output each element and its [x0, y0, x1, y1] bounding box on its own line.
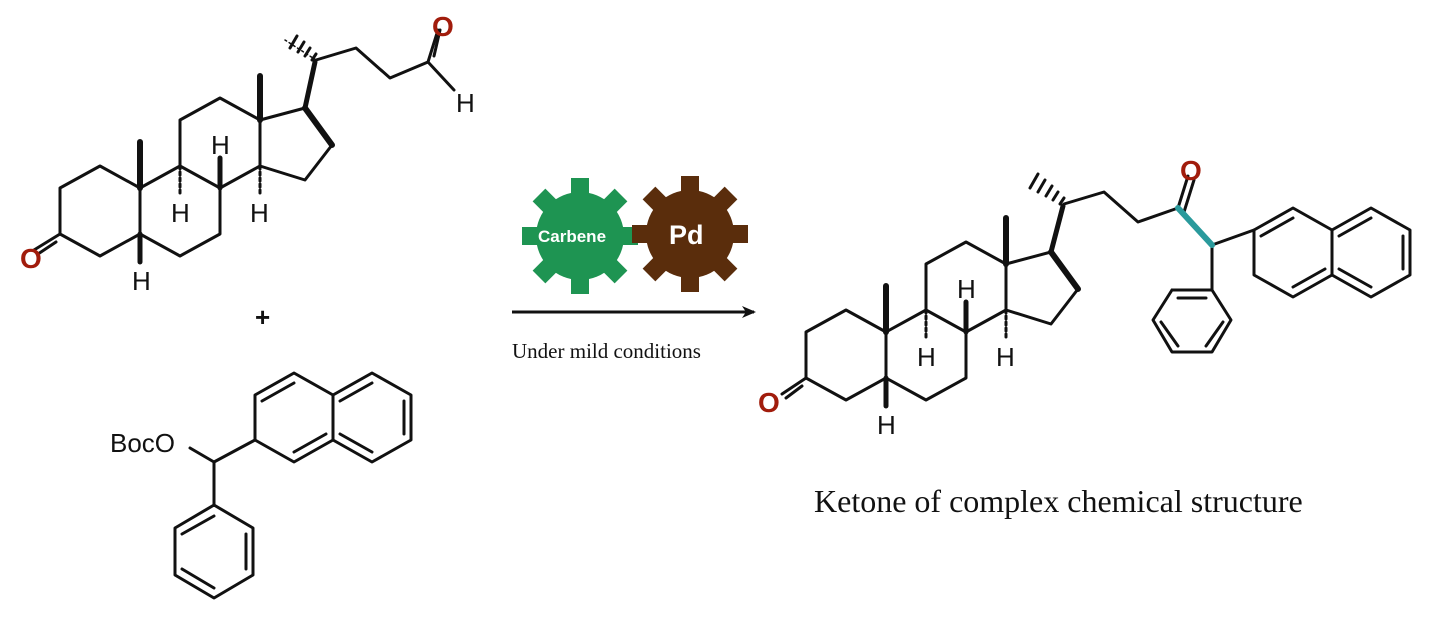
product-new-ketone-oxygen: O [1180, 155, 1202, 186]
carbene-label: Carbene [538, 227, 606, 246]
boco-label: BocO [110, 428, 175, 458]
palladium-gear-icon: Pd [632, 176, 748, 292]
reactant1-hydrogen-8: H [211, 130, 230, 160]
reactant1-hydrogen-14: H [250, 198, 269, 228]
reactant1-hydrogen-9: H [171, 198, 190, 228]
plus-sign: + [255, 302, 270, 332]
reactant1-ketone-oxygen: O [20, 243, 42, 274]
reactant1-aldehyde-oxygen: O [432, 11, 454, 42]
reactant-steroid-aldehyde [32, 28, 456, 265]
new-cc-bond [1175, 205, 1215, 248]
product-ketone [780, 172, 1412, 409]
palladium-label: Pd [669, 220, 704, 250]
reactant1-aldehyde-hydrogen: H [456, 88, 475, 118]
product-ketone-oxygen: O [758, 387, 780, 418]
product-hydrogen-8: H [957, 274, 976, 304]
product-hydrogen-9: H [917, 342, 936, 372]
reaction-conditions: Under mild conditions [512, 339, 701, 363]
product-caption: Ketone of complex chemical structure [814, 483, 1303, 519]
reactant1-hydrogen-5: H [132, 266, 151, 296]
product-hydrogen-5: H [877, 410, 896, 440]
carbene-gear-icon: Carbene [522, 178, 638, 294]
reactant-boc-carbinol [173, 371, 413, 600]
product-hydrogen-14: H [996, 342, 1015, 372]
